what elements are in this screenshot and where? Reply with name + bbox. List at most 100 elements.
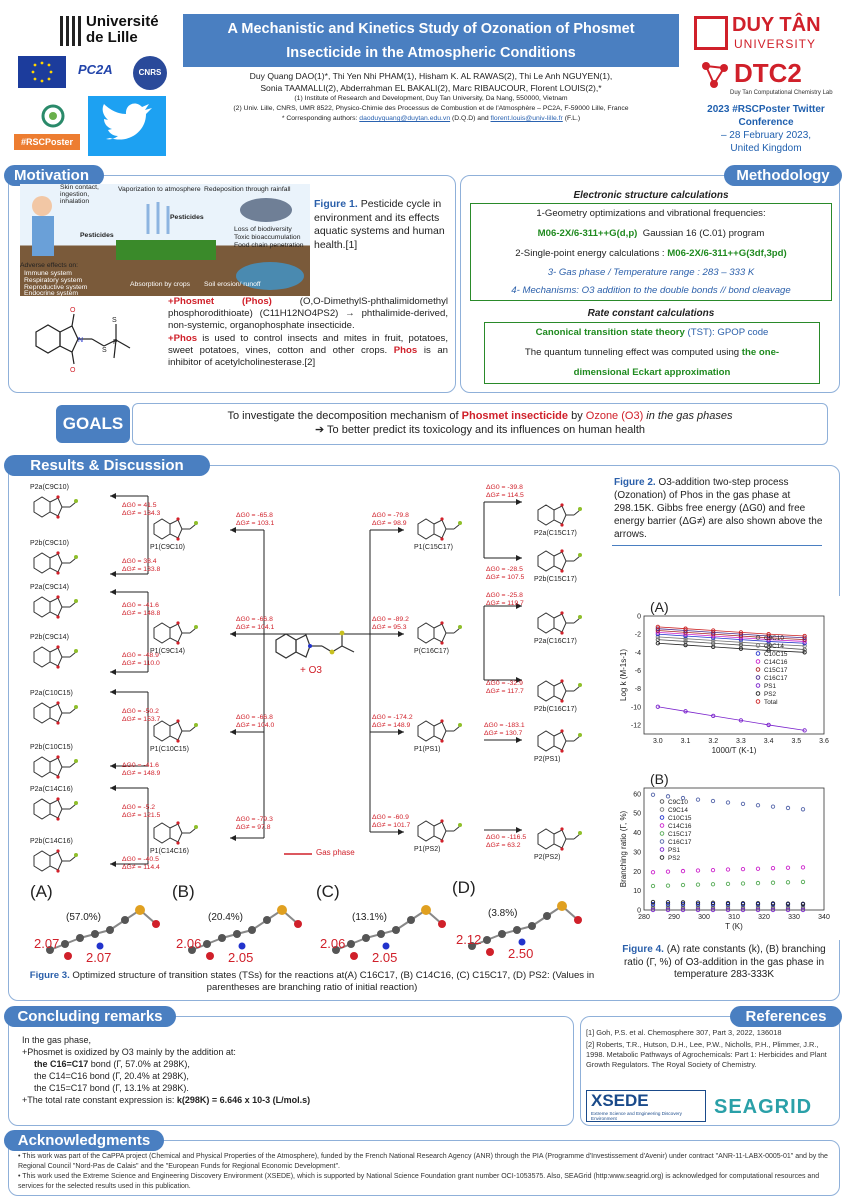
series-line [657,636,805,647]
data-point [725,907,731,913]
delta-g-barrier: ΔG≠ = 148.9 [372,722,411,729]
rc-box: Canonical transition state theory (TST):… [484,322,820,384]
dtc2-text: DTC2 [734,58,802,88]
figure-1-text: Pesticide cycle in environment and its e… [314,198,445,251]
concl-l6-pre: +The total rate constant expression is: [22,1095,175,1105]
x-tick-label: 310 [728,914,740,921]
legend-marker [755,675,761,680]
data-point [650,902,656,907]
plot-area [643,787,825,911]
legend-marker [659,823,665,828]
data-point [680,900,686,905]
series-line [657,642,805,653]
tunnel-green-1: the one- [741,347,780,358]
references-heading: References [730,1006,842,1027]
figure-3-label: Figure 3. [29,970,70,981]
tunnel-green-2: dimensional Eckart approximation [573,367,731,378]
delta-g-barrier: ΔG≠ = 148.8 [122,610,161,617]
x-tick-label: 320 [758,914,770,921]
pc2a-logo: PC2A [78,62,113,77]
ts-panel-letter: (B) [172,882,195,901]
ts-branching-ratio: (13.1%) [352,912,388,923]
molecule-structure [534,824,582,854]
data-point [755,901,761,906]
data-point [755,880,761,886]
y-tick-label: -6 [635,668,641,675]
delta-g-barrier: ΔG≠ = 107.5 [486,574,525,581]
x-tick-label: 3.3 [736,738,746,745]
figure-1-caption: Figure 1. Pesticide cycle in environment… [314,198,448,252]
phosmet-reactant [272,626,362,668]
data-point [665,883,671,888]
goals-frame [132,403,828,445]
data-point [802,635,807,640]
data-point [680,868,686,874]
cycle-label-immune: Immune system [24,270,72,277]
corr-email-link-2[interactable]: florent.louis@univ-lille.fr [490,115,563,122]
author-block: Duy Quang DAO(1)*, Thi Yen Nhi PHAM(1), … [183,70,679,124]
acknowledgments-heading: Acknowledgments [4,1130,164,1151]
data-point [785,903,791,909]
figure-2-divider [612,545,822,546]
tunnel-pre: The quantum tunneling effect was compute… [524,347,740,358]
concluding-frame [8,1016,574,1126]
series-line [657,626,805,637]
cycle-label-absorption: Absorption by crops [130,281,191,288]
pesticide-cycle-figure: Skin contact, ingestion, inhalation Vapo… [20,184,310,297]
figure-2-label: Figure 2. [614,477,656,488]
cycle-label-erosion: Soil erosion/ runoff [204,281,261,288]
delta-g0: ΔG0 = -25.8 [486,592,523,599]
data-point [680,795,686,801]
esc-title: Electronic structure calculations [573,190,729,201]
data-point [770,880,776,885]
delta-g-barrier: ΔG≠ = 98.9 [372,520,407,527]
data-point [655,704,660,709]
plus-o3-label: + O3 [300,665,322,676]
legend-label: C16C17 [764,675,788,682]
data-point [683,636,688,641]
product-label: P2b(C16C17) [534,706,577,713]
ts-branching-ratio: (57.0%) [66,912,102,923]
y-tick-label: -12 [631,722,641,729]
x-tick-label: 330 [788,914,800,921]
product-label: P2a(C10C15) [30,690,73,697]
data-point [740,866,746,872]
product-label: P1(PS1) [414,746,441,753]
duytan-text: DUY TÂN [732,14,821,36]
corr-email-link-1[interactable]: daoduyquang@duytan.edu.vn [359,115,451,122]
molecule-structure [150,818,198,848]
product-label: P2a(C9C14) [30,584,69,591]
cycle-label-pesticides-1: Pesticides [170,214,204,221]
delta-g-barrier: ΔG≠ = 101.7 [372,822,411,829]
data-point [680,907,686,913]
esc-line-3-pre: 2-Single-point energy calculations : [515,248,665,259]
data-point [785,901,791,906]
data-point [650,792,656,797]
x-tick-label: 280 [638,914,650,921]
delta-g0: ΔG0 = -65.8 [236,512,273,519]
cnrs-logo: CNRS [133,56,167,90]
delta-g0: ΔG0 = -41.6 [122,762,159,769]
delta-g-barrier: ΔG≠ = 114.4 [122,864,160,871]
data-point [711,644,716,650]
y-tick-label: 20 [633,869,641,876]
phosmet-description: +Phosmet (Phos) (O,O-DimethylS-phthalimi… [168,296,448,369]
concluding-heading: Concluding remarks [4,1006,176,1027]
legend-label: PS2 [668,855,681,862]
phos-inhib-text: is an inhibitor of acetylcholinesterase.… [168,344,448,369]
title-line-1: A Mechanistic and Kinetics Study of Ozon… [227,21,635,37]
data-point [755,866,761,871]
y-axis-label: Branching ratio (Γ, %) [619,810,628,887]
data-point [710,867,716,873]
